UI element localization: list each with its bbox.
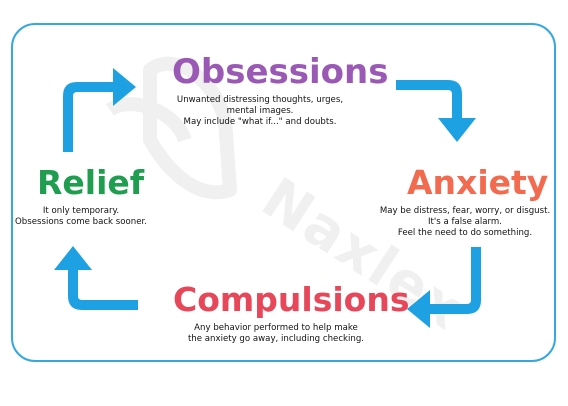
arrow-obsessions-to-anxiety (396, 80, 476, 142)
stage-title-compulsions: Compulsions (173, 280, 410, 319)
arrow-relief-to-obsessions (63, 68, 136, 152)
stage-description-anxiety: May be distress, fear, worry, or disgust… (372, 206, 558, 239)
stage-title-anxiety: Anxiety (407, 163, 549, 202)
arrow-anxiety-to-compulsions (407, 247, 481, 328)
description-line: May be distress, fear, worry, or disgust… (379, 206, 551, 216)
description-line: Unwanted distressing thoughts, urges, (176, 95, 344, 105)
description-line: the anxiety go away, including checking. (187, 334, 365, 344)
description-line: Any behavior performed to help make (194, 323, 358, 333)
stage-description-relief: It only temporary. Obsessions come back … (10, 206, 152, 228)
description-line: It's a false alarm. (427, 217, 503, 227)
stage-description-obsessions: Unwanted distressing thoughts, urges, me… (160, 95, 360, 128)
arrow-compulsions-to-relief (54, 246, 138, 310)
description-line: It only temporary. (42, 206, 120, 216)
stage-title-relief: Relief (37, 163, 145, 202)
stage-title-obsessions: Obsessions (172, 52, 389, 92)
description-line: Obsessions come back sooner. (15, 217, 147, 227)
description-line: mental images. (226, 106, 294, 116)
stage-description-compulsions: Any behavior performed to help make the … (168, 323, 384, 345)
description-line: Feel the need to do something. (397, 228, 533, 238)
description-line: May include "what if..." and doubts. (183, 117, 337, 127)
